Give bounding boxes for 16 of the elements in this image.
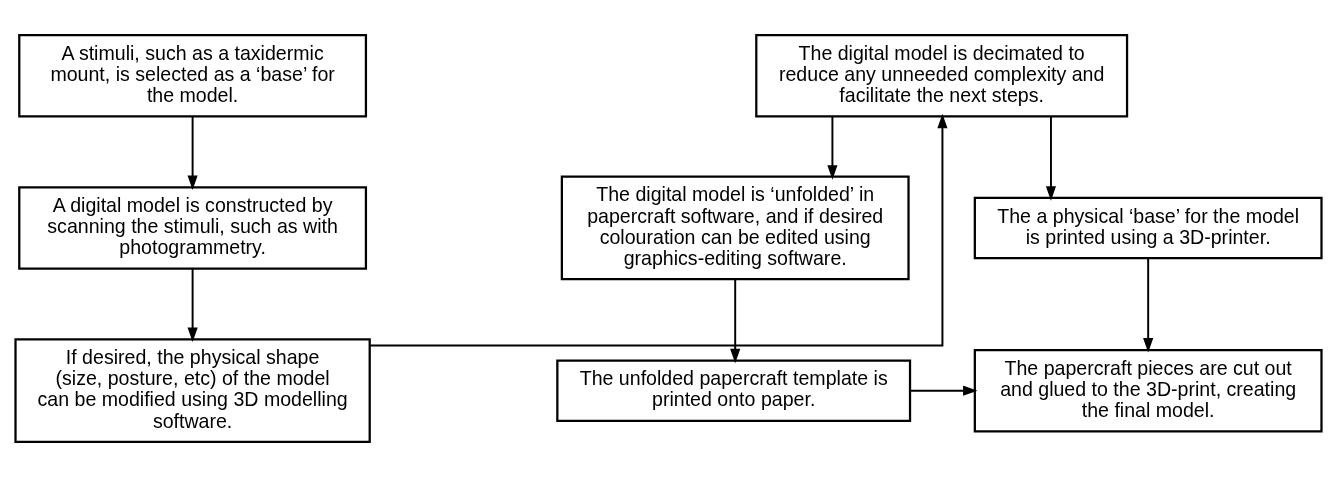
node-box: A stimuli, such as a taxidermic mount, is selected as a ‘base’ for the model. bbox=[18, 33, 368, 118]
arrow bbox=[368, 113, 948, 347]
arrow bbox=[730, 278, 741, 364]
node-box: The a physical ‘base’ for the model is printed using a 3D-printer. bbox=[973, 196, 1323, 260]
arrow bbox=[187, 268, 198, 343]
node-box: A digital model is constructed by scanning the stimuli, such as with photogrammetry. bbox=[18, 186, 368, 270]
arrow bbox=[909, 385, 978, 396]
arrow bbox=[1143, 257, 1154, 353]
node-box: If desired, the physical shape (size, posture, etc) of the model can be modified using 3D modelling software. bbox=[14, 338, 371, 444]
node-box: The unfolded papercraft template is printed onto paper. bbox=[556, 359, 912, 422]
arrow bbox=[827, 115, 838, 180]
arrow bbox=[1045, 115, 1057, 201]
node-box: The digital model is decimated to reduce any unneeded complexity and facilitate the next steps. bbox=[755, 33, 1129, 118]
node-box: The papercraft pieces are cut out and glued to the 3D-print, creating the final model. bbox=[973, 348, 1323, 433]
node-box: The digital model is ‘unfolded’ in papercraft software, and if desired colouration can be edited using graphics-editing software. bbox=[560, 175, 910, 281]
arrow bbox=[187, 115, 198, 190]
